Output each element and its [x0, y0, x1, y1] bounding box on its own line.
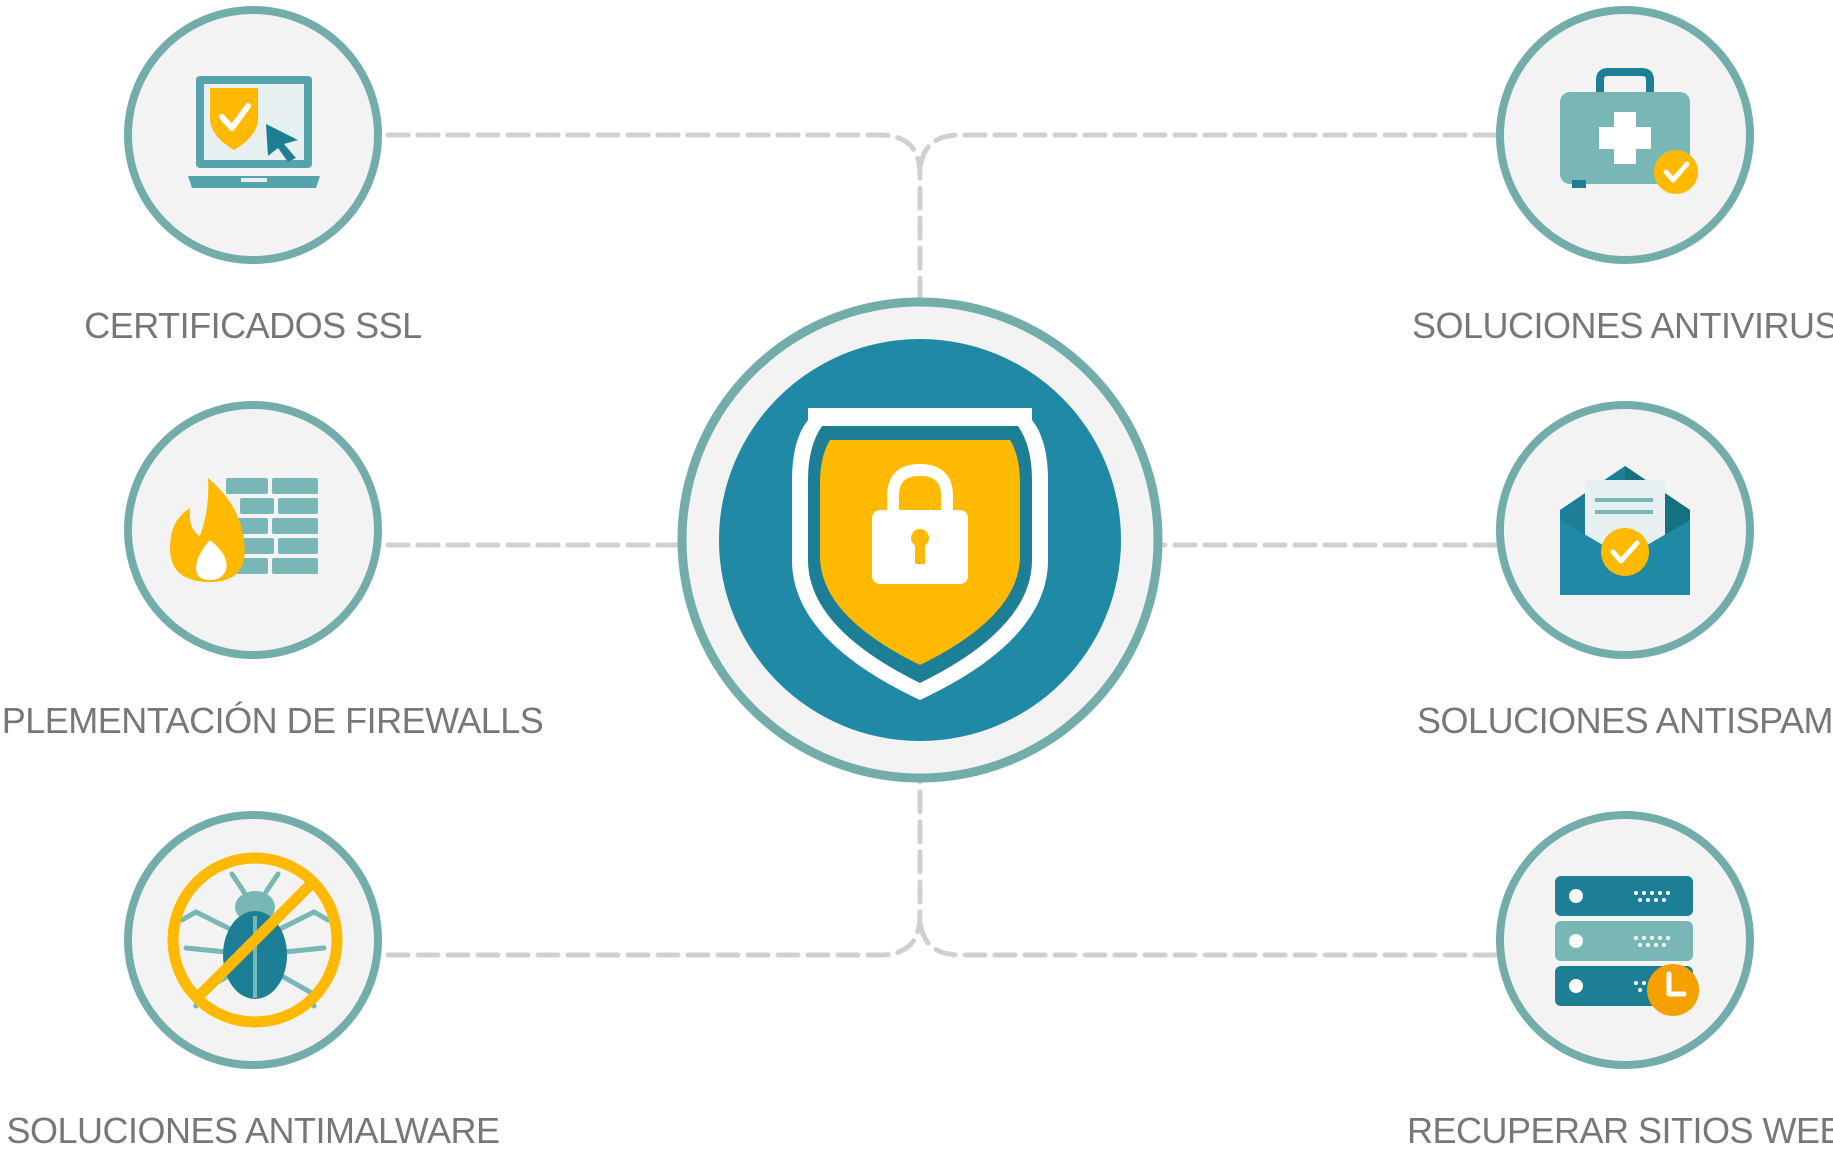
node-firewall[interactable] [124, 401, 382, 659]
connector-antimalware [385, 777, 923, 958]
laptop-shield-icon [188, 76, 320, 188]
node-antivirus-label: SOLUCIONES ANTIVIRUS [1411, 305, 1833, 346]
connector-ssl [385, 132, 923, 303]
server-clock-icon [1555, 876, 1699, 1016]
node-antivirus[interactable] [1496, 6, 1754, 264]
node-antispam[interactable] [1496, 401, 1754, 659]
connector-antivirus [917, 132, 1498, 178]
connector-lines [385, 132, 1498, 958]
node-antimalware-label: SOLUCIONES ANTIMALWARE [6, 1110, 500, 1151]
node-recovery-label: RECUPERAR SITIOS WEB [1406, 1110, 1833, 1151]
node-antimalware[interactable] [124, 811, 382, 1069]
node-antispam-label: SOLUCIONES ANTISPAM [1417, 700, 1833, 741]
medical-kit-check-icon [1560, 68, 1698, 194]
envelope-check-icon [1560, 466, 1690, 595]
connector-recovery [917, 912, 1498, 958]
bug-forbidden-icon [167, 852, 343, 1028]
node-ssl[interactable] [124, 6, 382, 264]
node-recovery[interactable] [1496, 811, 1754, 1069]
node-ssl-label: CERTIFICADOS SSL [84, 305, 422, 346]
firewall-flame-icon [170, 478, 318, 582]
hub [677, 297, 1163, 783]
shield-lock-icon [792, 408, 1048, 700]
node-firewall-label: IMPLEMENTACIÓN DE FIREWALLS [0, 700, 544, 741]
